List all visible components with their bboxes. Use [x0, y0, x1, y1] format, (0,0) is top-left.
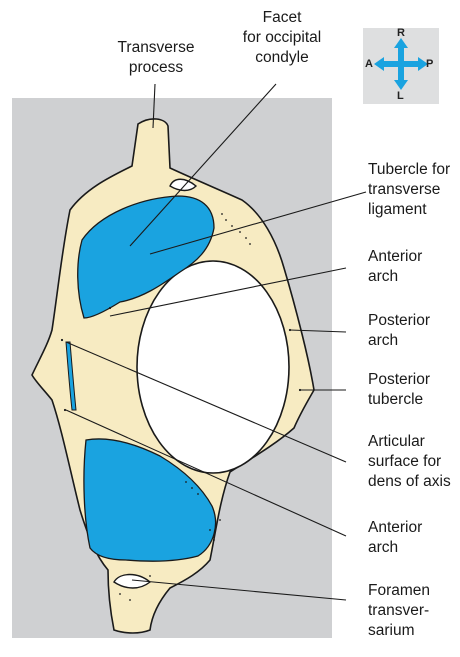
- label-articular-surface: Articular surface for dens of axis: [368, 432, 451, 492]
- label-anterior-arch-top: Anterior arch: [368, 247, 422, 287]
- compass-top-letter: R: [397, 27, 405, 39]
- compass-right-letter: P: [426, 58, 433, 70]
- label-tubercle-transverse: Tubercle for transverse ligament: [368, 160, 450, 220]
- compass-left-letter: A: [365, 58, 373, 70]
- compass-bottom-letter: L: [397, 90, 404, 102]
- vertebral-foramen: [137, 261, 289, 473]
- label-posterior-arch: Posterior arch: [368, 311, 430, 351]
- label-posterior-tubercle: Posterior tubercle: [368, 370, 430, 410]
- label-foramen: Foramen transver- sarium: [368, 581, 430, 641]
- label-anterior-arch-bottom: Anterior arch: [368, 518, 422, 558]
- label-transverse-process: Transverse process: [102, 38, 210, 78]
- label-facet-occipital: Facet for occipital condyle: [226, 8, 338, 68]
